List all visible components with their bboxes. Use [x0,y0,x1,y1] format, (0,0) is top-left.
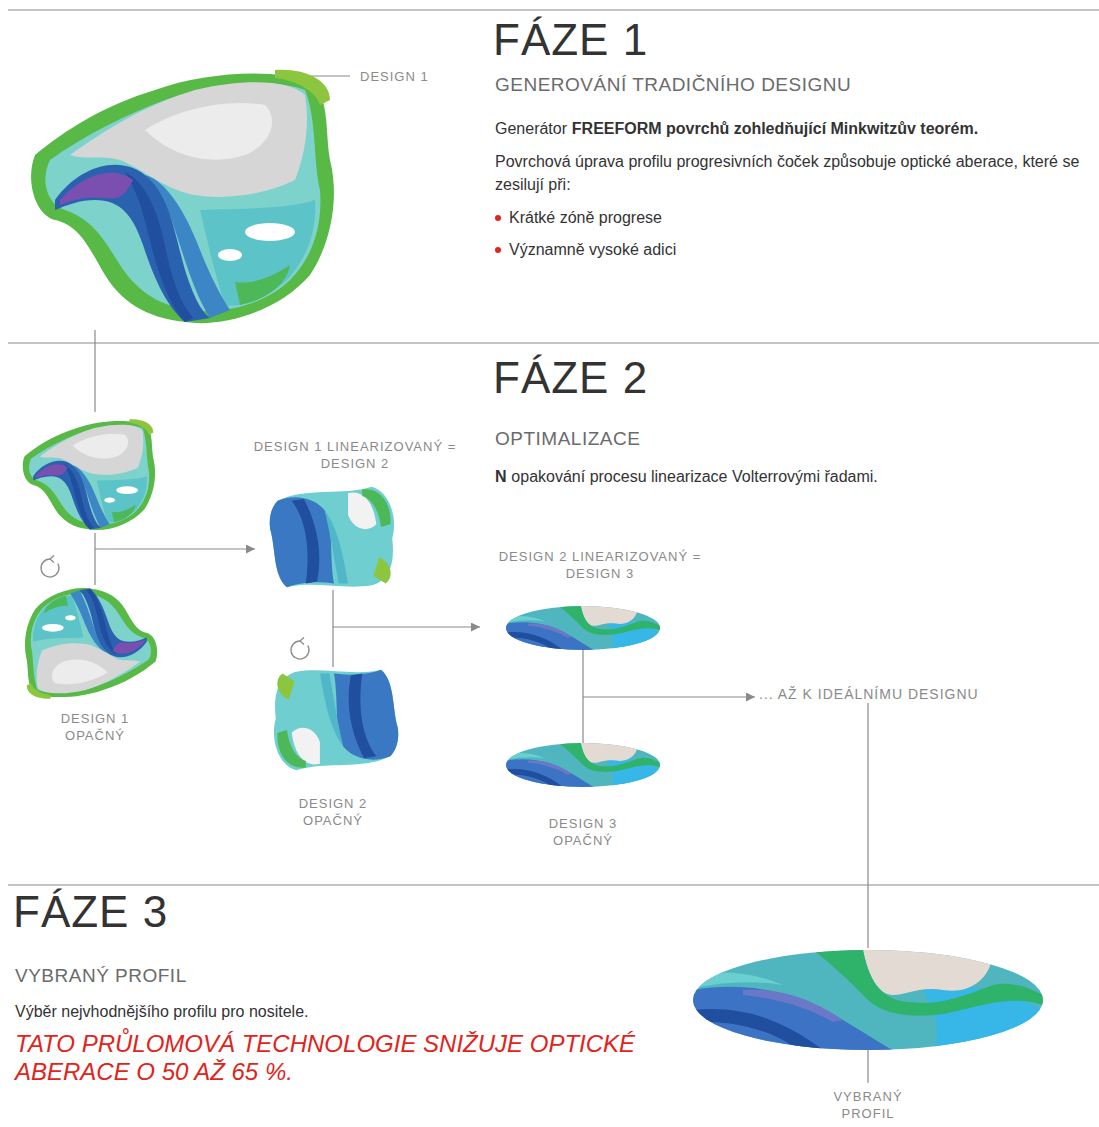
design-2-surface [270,487,394,587]
design-node: DESIGN 1 OPAČNÝ [15,412,165,752]
design-label: DESIGN 2 LINEARIZOVANÝ = DESIGN 3 [485,548,715,582]
connector [165,548,255,549]
phase-heading: FÁZE 3 [13,887,168,936]
text-row: Nopakování procesu linearizace Volterrov… [495,465,878,488]
body-text: N [495,468,507,485]
text-row: TATO PRŮLOMOVÁ TECHNOLOGIE SNIŽUJE OPTIC… [15,1030,655,1086]
phase-heading: FÁZE 1 [493,15,648,64]
selected-profile-node: VYBRANÝ PROFIL [690,948,1046,1110]
design-label: DESIGN 3 OPAČNÝ [528,815,638,849]
design-1-surface [23,419,155,530]
highlight-claim: TATO PRŮLOMOVÁ TECHNOLOGIE SNIŽUJE OPTIC… [15,1030,635,1085]
body-text: opakování procesu linearizace Volterrový… [511,468,877,485]
connector [867,703,868,948]
text-row: VYBRANÝ PROFIL [15,965,187,987]
design-node: DESIGN 1 LINEARIZOVANÝ = DESIGN 2DESIGN … [255,438,415,838]
design-node: DESIGN 2 LINEARIZOVANÝ = DESIGN 3 DESIGN … [480,548,720,853]
body-text: Povrchová úprava profilu progresivních č… [495,153,1079,193]
design-3-surface [506,606,660,650]
text-row: FÁZE 2 [493,352,648,404]
bullet-dot [495,247,501,253]
phase-subtitle: GENEROVÁNÍ TRADIČNÍHO DESIGNU [495,74,851,95]
text-row: FÁZE 3 [13,886,168,938]
body-text: FREEFORM povrchů zohledňující Minkwitzův… [572,120,978,137]
text-row: Krátké zóně progrese [495,206,662,229]
design-2-reversed [274,670,398,770]
text-row: Generátor FREEFORM povrchů zohledňující M… [495,117,978,140]
design-label: DESIGN 2 OPAČNÝ [278,795,388,829]
design-3-reversed [506,743,660,787]
text-row: FÁZE 1 [493,14,648,66]
design-node: DESIGN 1 [25,60,345,330]
phase-subtitle: VYBRANÝ PROFIL [15,965,187,986]
design-1-reversed [25,588,157,699]
design-1-surface [31,70,334,323]
design-label: VYBRANÝ PROFIL [808,1088,928,1122]
text-row: GENEROVÁNÍ TRADIČNÍHO DESIGNU [495,74,851,96]
design-label: DESIGN 1 LINEARIZOVANÝ = DESIGN 2 [240,438,470,472]
text-row: Výběr nejvhodnějšího profilu pro nositel… [15,1000,309,1023]
body-text: Výběr nejvhodnějšího profilu pro nositel… [15,1003,309,1020]
phase-heading: FÁZE 2 [493,353,648,402]
design-label: DESIGN 1 [360,68,429,85]
bullet-dot [495,215,501,221]
ideal-design-node: ... AŽ K IDEÁLNÍMU DESIGNU [755,686,983,703]
body-text: Krátké zóně progrese [509,209,662,226]
text-row: OPTIMALIZACE [495,428,640,450]
connector [720,696,755,697]
selected-profile-surface [693,950,1043,1050]
rotate-icon [291,638,309,660]
text-row: Významně vysoké adici [495,238,676,261]
design-label: DESIGN 1 OPAČNÝ [45,710,145,744]
connector [94,330,95,412]
design-label: ... AŽ K IDEÁLNÍMU DESIGNU [759,686,979,703]
body-text: Generátor [495,120,567,137]
phase-subtitle: OPTIMALIZACE [495,428,640,449]
rotate-icon [41,556,59,578]
text-row: Povrchová úprava profilu progresivních č… [495,150,1095,196]
phase-divider [8,10,1099,885]
body-text: Významně vysoké adici [509,241,676,258]
connector [415,626,480,627]
